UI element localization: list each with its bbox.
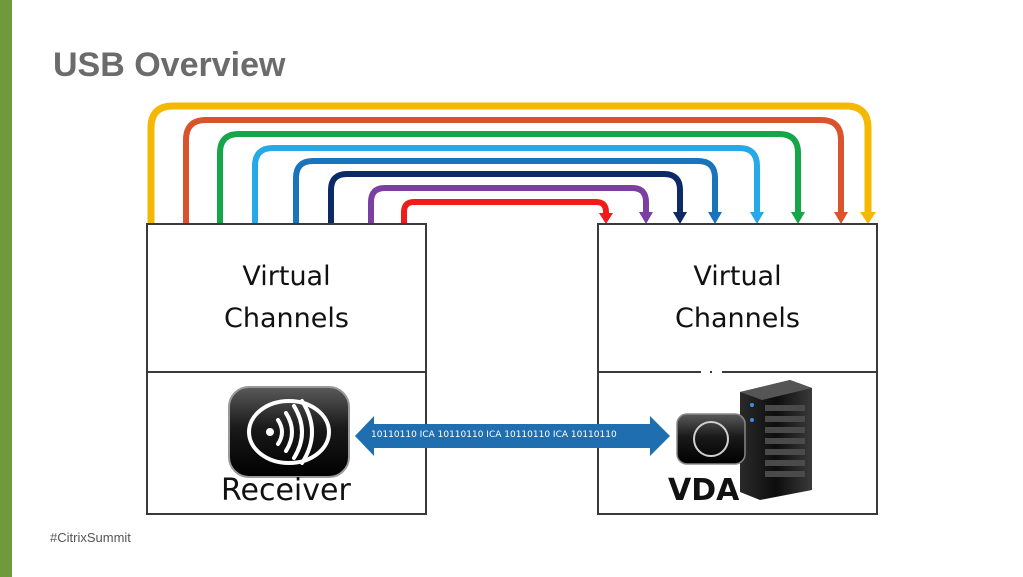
vda-box: Virtual Channels: [597, 223, 878, 515]
footer-hashtag: #CitrixSummit: [50, 530, 131, 545]
receiver-icon: [228, 386, 350, 478]
virtual-channels-label: Virtual Channels: [224, 261, 349, 334]
virtual-channels-cell: Virtual Channels: [599, 225, 876, 373]
arrow-yellow: [147, 102, 876, 224]
slide-title: USB Overview: [53, 46, 286, 84]
virtual-channels-label: Virtual Channels: [675, 261, 800, 334]
server-icon: [740, 380, 812, 500]
arrow-red: [401, 199, 613, 224]
receiver-box: Virtual Channels: [146, 223, 427, 515]
arrow-light-blue: [252, 145, 764, 224]
vda-windows-icon: [676, 353, 746, 465]
green-accent-bar: [0, 0, 12, 577]
arrow-navy: [328, 171, 687, 224]
ica-bidirectional-arrow: [355, 416, 670, 456]
vda-label: VDA: [668, 473, 740, 508]
virtual-channels-cell: Virtual Channels: [148, 225, 425, 373]
arrow-orange: [183, 117, 848, 224]
arrow-purple: [368, 185, 653, 224]
arrow-green: [217, 131, 805, 224]
receiver-label: Receiver: [221, 473, 351, 508]
ica-link-label: 10110110 ICA 10110110 ICA 10110110 ICA 1…: [371, 430, 617, 440]
arrow-blue: [293, 158, 722, 224]
